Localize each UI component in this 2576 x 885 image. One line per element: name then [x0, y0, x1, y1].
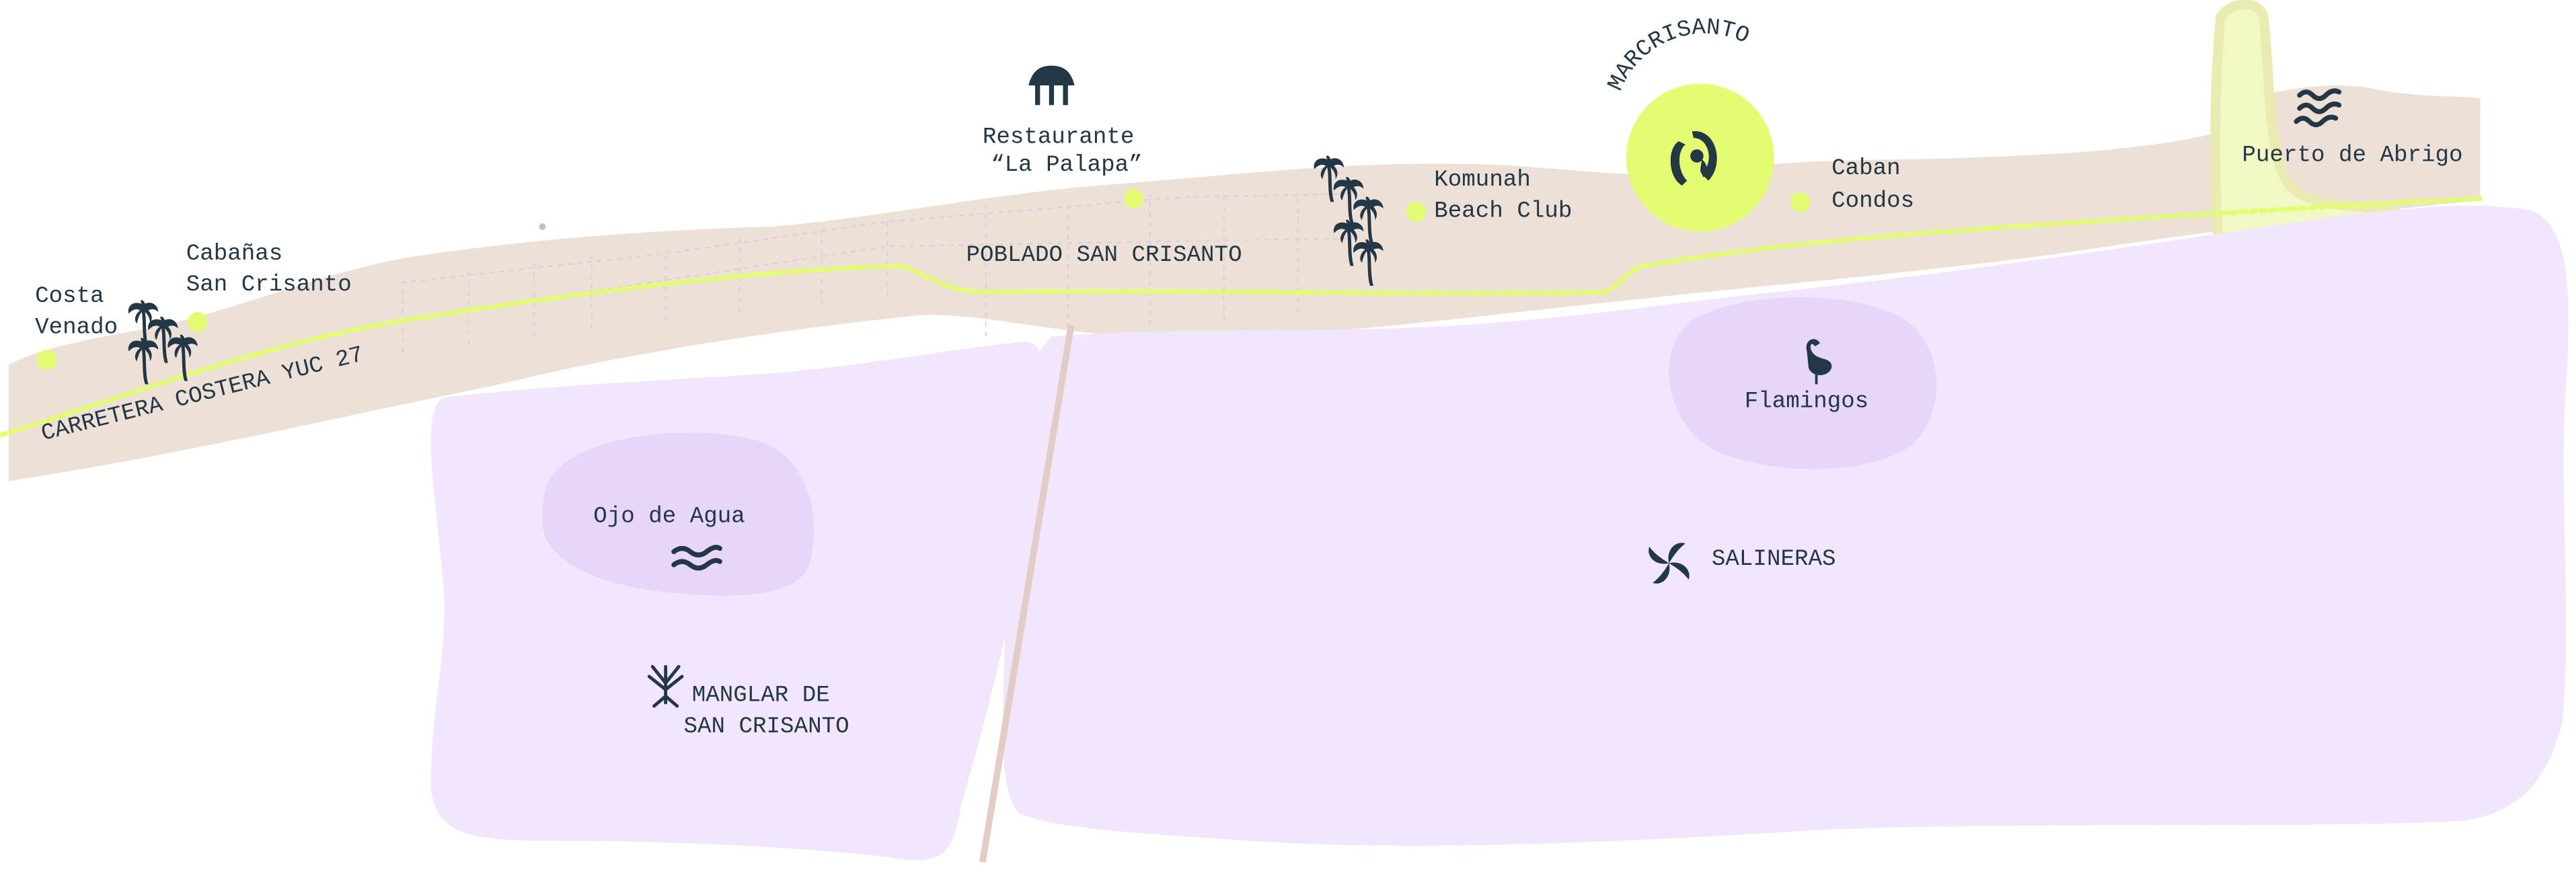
- road-carretera: [0, 196, 2483, 438]
- lagoon-east: [1003, 205, 2569, 846]
- ojo-de-agua-pond: [542, 432, 815, 596]
- waves-icon: [671, 545, 722, 571]
- palapa-hut-icon: [1028, 65, 1075, 106]
- label-cabanas-2: San Crisanto: [186, 272, 352, 298]
- label-cabanas-1: Cabañas: [186, 241, 283, 267]
- mangrove-icon: [647, 664, 684, 708]
- pier: [979, 324, 1075, 863]
- label-ojo-de-agua: Ojo de Agua: [593, 504, 745, 529]
- label-caban-condos-2: Condos: [1831, 189, 1914, 215]
- flamingo-icon: [1806, 339, 1832, 385]
- label-flamingos: Flamingos: [1745, 389, 1869, 415]
- label-restaurante-2: “La Palapa”: [991, 153, 1143, 178]
- place-dot-restaurante[interactable]: [1123, 188, 1144, 209]
- label-komunah-2: Beach Club: [1434, 198, 1572, 224]
- place-dot-cabanas[interactable]: [188, 311, 208, 332]
- map-title: MARCRISANTO: [1603, 15, 1753, 95]
- marcrisanto-logo-icon: [1670, 131, 1717, 186]
- label-restaurante-1: Restaurante: [983, 124, 1135, 150]
- label-costa-venado-1: Costa: [35, 284, 104, 309]
- place-dot-caban-condos[interactable]: [1790, 192, 1811, 212]
- label-puerto: Puerto de Abrigo: [2242, 143, 2463, 168]
- flamingos-pond: [1669, 297, 1937, 469]
- label-manglar-1: MANGLAR DE: [692, 683, 830, 709]
- coastal-land: [9, 85, 2480, 482]
- lagoon-west: [430, 341, 1045, 861]
- label-costa-venado-2: Venado: [35, 315, 118, 341]
- town-grid: [402, 193, 1364, 353]
- label-caban-condos-1: Caban: [1831, 156, 1901, 182]
- pinwheel-icon: [1649, 543, 1690, 584]
- place-dot-small: [539, 223, 546, 230]
- place-dot-costa-venado[interactable]: [36, 350, 56, 370]
- label-town: POBLADO SAN CRISANTO: [966, 243, 1242, 268]
- place-dot-komunah[interactable]: [1406, 202, 1427, 222]
- label-komunah-1: Komunah: [1434, 167, 1531, 193]
- label-manglar-2: SAN CRISANTO: [684, 714, 849, 740]
- waves-icon: [2294, 88, 2342, 128]
- label-salineras: SALINERAS: [1712, 547, 1836, 572]
- map-title-text: MARCRISANTO: [1603, 15, 1753, 95]
